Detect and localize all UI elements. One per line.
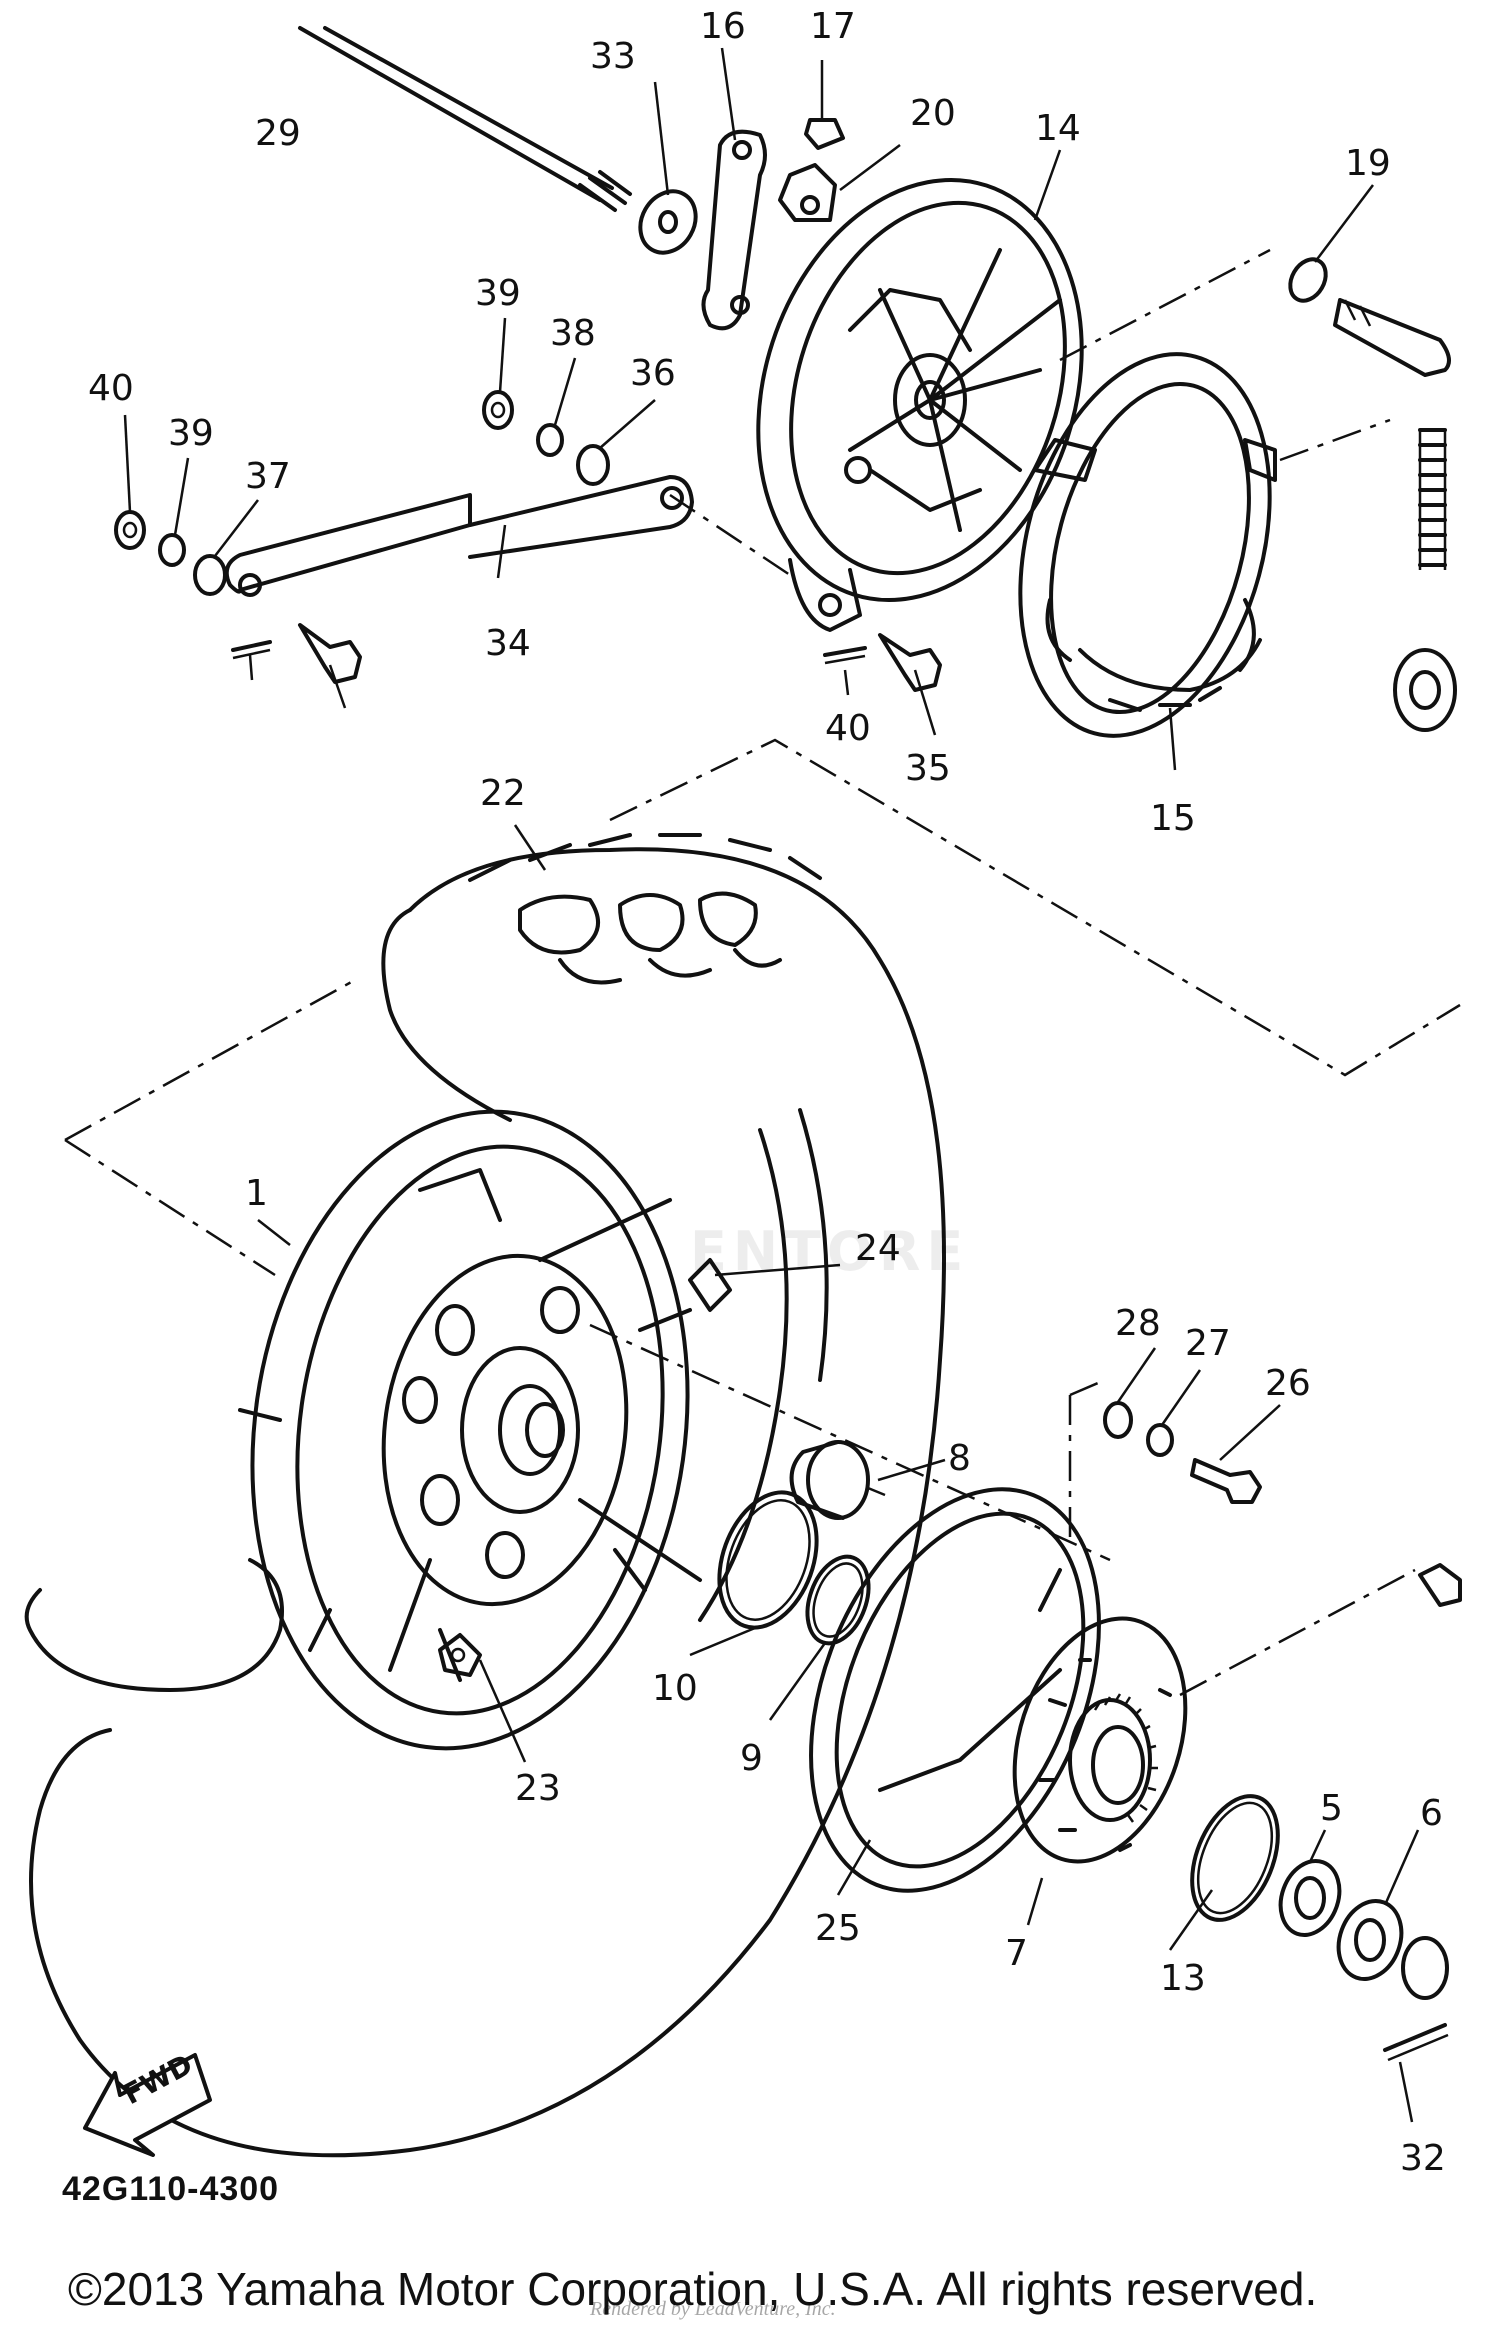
part-label-1: 1	[245, 1173, 268, 1214]
part-label-37: 38	[550, 313, 596, 354]
part-label-17: 17	[810, 6, 856, 47]
watermark: ENTORE	[690, 1220, 970, 1283]
nut-38-left	[114, 510, 146, 550]
bearing-6	[1336, 1899, 1404, 1981]
part-label-27: 27	[1185, 1323, 1231, 1364]
part-label-5: 5	[1320, 1788, 1343, 1829]
washer-37	[536, 423, 564, 457]
part-label-25: 25	[815, 1908, 861, 1949]
part-label-10: 10	[652, 1668, 698, 1709]
part-label-15: 15	[1150, 798, 1196, 839]
part-label-6: 6	[1420, 1793, 1443, 1834]
bearing-partial-right	[1393, 648, 1457, 732]
part-label-36: 36	[630, 353, 676, 394]
bolt-40	[298, 623, 362, 684]
sprocket-hub-7	[1012, 1616, 1188, 1864]
washer-33	[638, 189, 698, 255]
brake-drum-cover-25	[809, 1487, 1101, 1893]
pin-32	[1383, 2023, 1449, 2062]
bolt-35	[878, 633, 942, 692]
part-label-26: 26	[1265, 1363, 1311, 1404]
part-label-29: 29	[255, 113, 301, 154]
o-ring-9	[805, 1554, 871, 1646]
washer-36-left	[193, 554, 227, 596]
tension-bar-16	[701, 129, 767, 331]
part-label-16: 16	[700, 6, 746, 47]
part-label-7: 7	[1005, 1933, 1028, 1974]
torque-rod-34	[224, 475, 694, 597]
forward-arrow-icon: FWD	[83, 2048, 212, 2157]
part-label-38: 39	[475, 273, 521, 314]
assembly-lines	[64, 248, 1461, 1697]
leader-lines	[123, 47, 1420, 2123]
cotter-pin-39	[823, 646, 867, 665]
part-label-32: 32	[1400, 2138, 1446, 2179]
part-label-34: 34	[485, 623, 531, 664]
tire-22	[24, 833, 946, 2158]
seal-partial-right	[1401, 1936, 1449, 2000]
part-label-14: 14	[1035, 108, 1081, 149]
spacer-8	[789, 1440, 886, 1520]
brake-shoes-15	[1018, 352, 1277, 738]
bolt-partial-right	[1418, 1563, 1462, 1607]
part-label-9: 9	[740, 1738, 763, 1779]
washer-27	[1146, 1423, 1174, 1457]
wheel-rim-1	[238, 1109, 732, 1751]
brake-cam-19	[1288, 257, 1451, 377]
plate-20	[778, 144, 901, 222]
copyright-text: ©2013 Yamaha Motor Corporation, U.S.A. A…	[68, 2263, 1318, 2315]
part-label-28: 28	[1115, 1303, 1161, 1344]
part-label-37-left: 39	[168, 413, 214, 454]
part-label-19: 19	[1345, 143, 1391, 184]
bolt-26	[1190, 1458, 1262, 1504]
part-label-20: 20	[910, 93, 956, 134]
nut-28	[1103, 1401, 1133, 1439]
part-label-24: 24	[855, 1228, 901, 1269]
diagram-code: 42G110-4300	[62, 2170, 280, 2208]
render-credit: Rendered by LeadVenture, Inc.	[590, 2298, 836, 2320]
brake-spring	[1418, 428, 1447, 570]
valve-23	[438, 1633, 482, 1677]
bearing-5	[1278, 1859, 1342, 1937]
part-label-23: 23	[515, 1768, 561, 1809]
washer-36	[576, 444, 610, 486]
washer-37-left	[158, 533, 186, 567]
cotter-pin-39-left	[231, 640, 272, 660]
part-label-33: 33	[590, 36, 636, 77]
brake-plate-14	[756, 177, 1084, 632]
part-label-36-left: 37	[245, 456, 291, 497]
o-ring-10	[717, 1490, 819, 1630]
part-label-35: 35	[905, 748, 951, 789]
part-label-38-left: 40	[88, 368, 134, 409]
part-label-13: 13	[1160, 1958, 1206, 1999]
part-label-22: 22	[480, 773, 526, 814]
part-labels: 29 33 16 17 20 14 19 39 38 36 40 39 37 3…	[88, 6, 1446, 2179]
nut-17	[804, 60, 845, 150]
nut-38	[482, 390, 514, 430]
axle-shaft	[298, 26, 632, 212]
o-ring-13	[1190, 1794, 1280, 1922]
part-label-39: 40	[825, 708, 871, 749]
part-label-8: 8	[948, 1438, 971, 1479]
